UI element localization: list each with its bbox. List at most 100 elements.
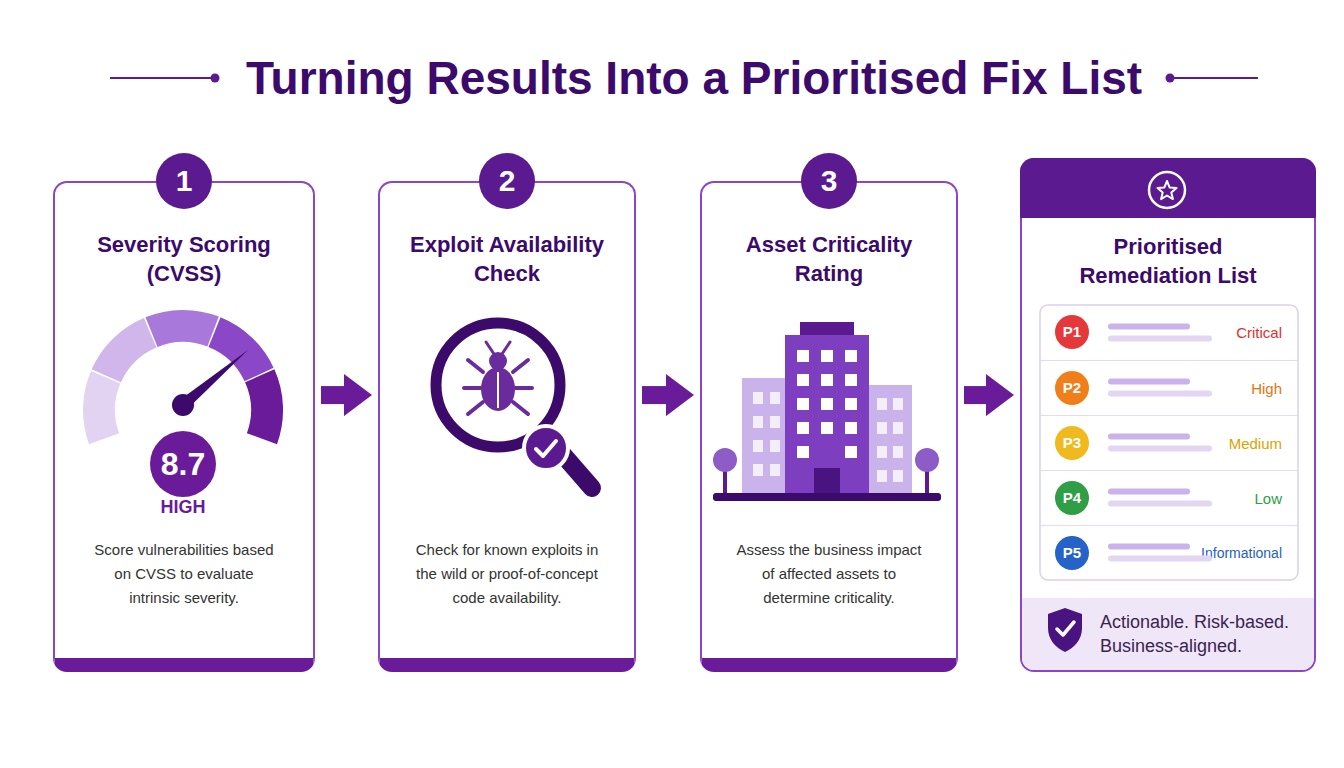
window (893, 446, 903, 458)
placeholder-bar (1108, 324, 1190, 330)
bug-leg (515, 386, 532, 390)
step-number: 3 (801, 153, 857, 209)
card-heading: Severity Scoring (CVSS) (79, 230, 289, 288)
window (797, 350, 809, 362)
card-heading: Exploit Availability Check (402, 230, 612, 288)
priority-level: Medium (1122, 416, 1282, 471)
priority-code: P4 (1055, 481, 1089, 515)
window (845, 350, 857, 362)
window (753, 392, 763, 404)
step-card: Asset Criticality RatingAssess the busin… (700, 181, 958, 672)
step-card: Severity Scoring (CVSS)Score vulnerabili… (53, 181, 315, 672)
window (893, 470, 903, 482)
roof-block (800, 322, 854, 336)
bug-antenna (502, 342, 510, 354)
window (845, 374, 857, 386)
summary-band: Actionable. Risk-based. Business-aligned… (1022, 598, 1314, 670)
bug-head (489, 352, 507, 370)
score-value: 8.7 (150, 431, 216, 497)
placeholder-bar (1108, 501, 1212, 507)
priority-row: P5 Informational (1040, 525, 1298, 580)
ground-line (713, 493, 941, 501)
placeholder-bar (1108, 434, 1190, 440)
bug-leg (468, 360, 483, 372)
step-number-badge: 1 (156, 153, 212, 209)
bug-leg (464, 386, 481, 390)
card-heading: Asset Criticality Rating (724, 230, 934, 288)
diagram-title: Turning Results Into a Prioritised Fix L… (44, 50, 1344, 106)
step-number: 2 (479, 153, 535, 209)
card-heading: Prioritised Remediation List (1058, 232, 1278, 290)
list-panel (1040, 305, 1298, 580)
priority-row: P1Critical (1040, 305, 1298, 360)
result-card: Prioritised Remediation ListP1CriticalP2… (1020, 158, 1316, 672)
title-rule (110, 77, 215, 79)
title-rule-dot (1166, 74, 1175, 83)
flow-arrow (642, 386, 666, 404)
priority-code: P5 (1055, 536, 1089, 570)
bug-leg (513, 402, 528, 414)
placeholder-bar (1108, 336, 1212, 342)
title-rule (1170, 77, 1258, 79)
asset-icon (713, 322, 941, 501)
tree-crown (713, 448, 737, 472)
star-icon (1158, 181, 1177, 199)
window (821, 398, 833, 410)
window (845, 422, 857, 434)
gauge-segment (146, 310, 219, 347)
bug-body (481, 367, 515, 411)
window (877, 422, 887, 434)
exploit-icon (436, 323, 592, 488)
priority-code: P3 (1055, 426, 1089, 460)
bug-wing-line (497, 372, 499, 408)
magnifier-handle (545, 434, 592, 488)
flow-arrow (321, 386, 344, 404)
building-door (814, 468, 840, 495)
gauge-segment (209, 317, 274, 381)
window (821, 374, 833, 386)
tree-trunk (723, 468, 727, 494)
severity-gauge (83, 310, 283, 444)
placeholder-bar (1108, 391, 1212, 397)
card-description: Check for known exploits in the wild or … (405, 538, 609, 610)
bug-antenna (486, 342, 494, 354)
gauge-segment (245, 369, 283, 444)
priority-code: P1 (1055, 315, 1089, 349)
window (845, 446, 857, 458)
placeholder-bar (1108, 379, 1190, 385)
window (877, 470, 887, 482)
priority-level: Informational (1122, 526, 1282, 581)
window (797, 398, 809, 410)
bug-leg (468, 402, 483, 414)
step-number-badge: 3 (801, 153, 857, 209)
placeholder-bar (1108, 544, 1190, 550)
flow-arrow (964, 386, 986, 404)
window (877, 398, 887, 410)
side-building (866, 385, 912, 495)
shield-icon (1048, 608, 1082, 652)
window (753, 464, 763, 476)
priority-level: High (1122, 361, 1282, 416)
magnifier-lens (436, 323, 560, 447)
gauge-segment (83, 371, 120, 444)
step-card: Exploit Availability CheckCheck for know… (378, 181, 636, 672)
check-badge (524, 426, 568, 470)
side-building (742, 378, 790, 495)
window (770, 464, 780, 476)
window (797, 446, 809, 458)
severity-label: HIGH (133, 496, 233, 518)
placeholder-bar (1108, 446, 1212, 452)
score-badge: 8.7 (150, 431, 216, 497)
priority-code: P2 (1055, 371, 1089, 405)
window (770, 416, 780, 428)
step-number-badge: 2 (479, 153, 535, 209)
window (753, 440, 763, 452)
main-building (785, 335, 869, 495)
window (753, 416, 763, 428)
step-number: 1 (156, 153, 212, 209)
tree-trunk (925, 468, 929, 494)
card-description: Assess the business impact of affected a… (733, 538, 925, 610)
priority-level: Low (1122, 471, 1282, 526)
tree-crown (915, 448, 939, 472)
card-header-band (1020, 158, 1316, 218)
